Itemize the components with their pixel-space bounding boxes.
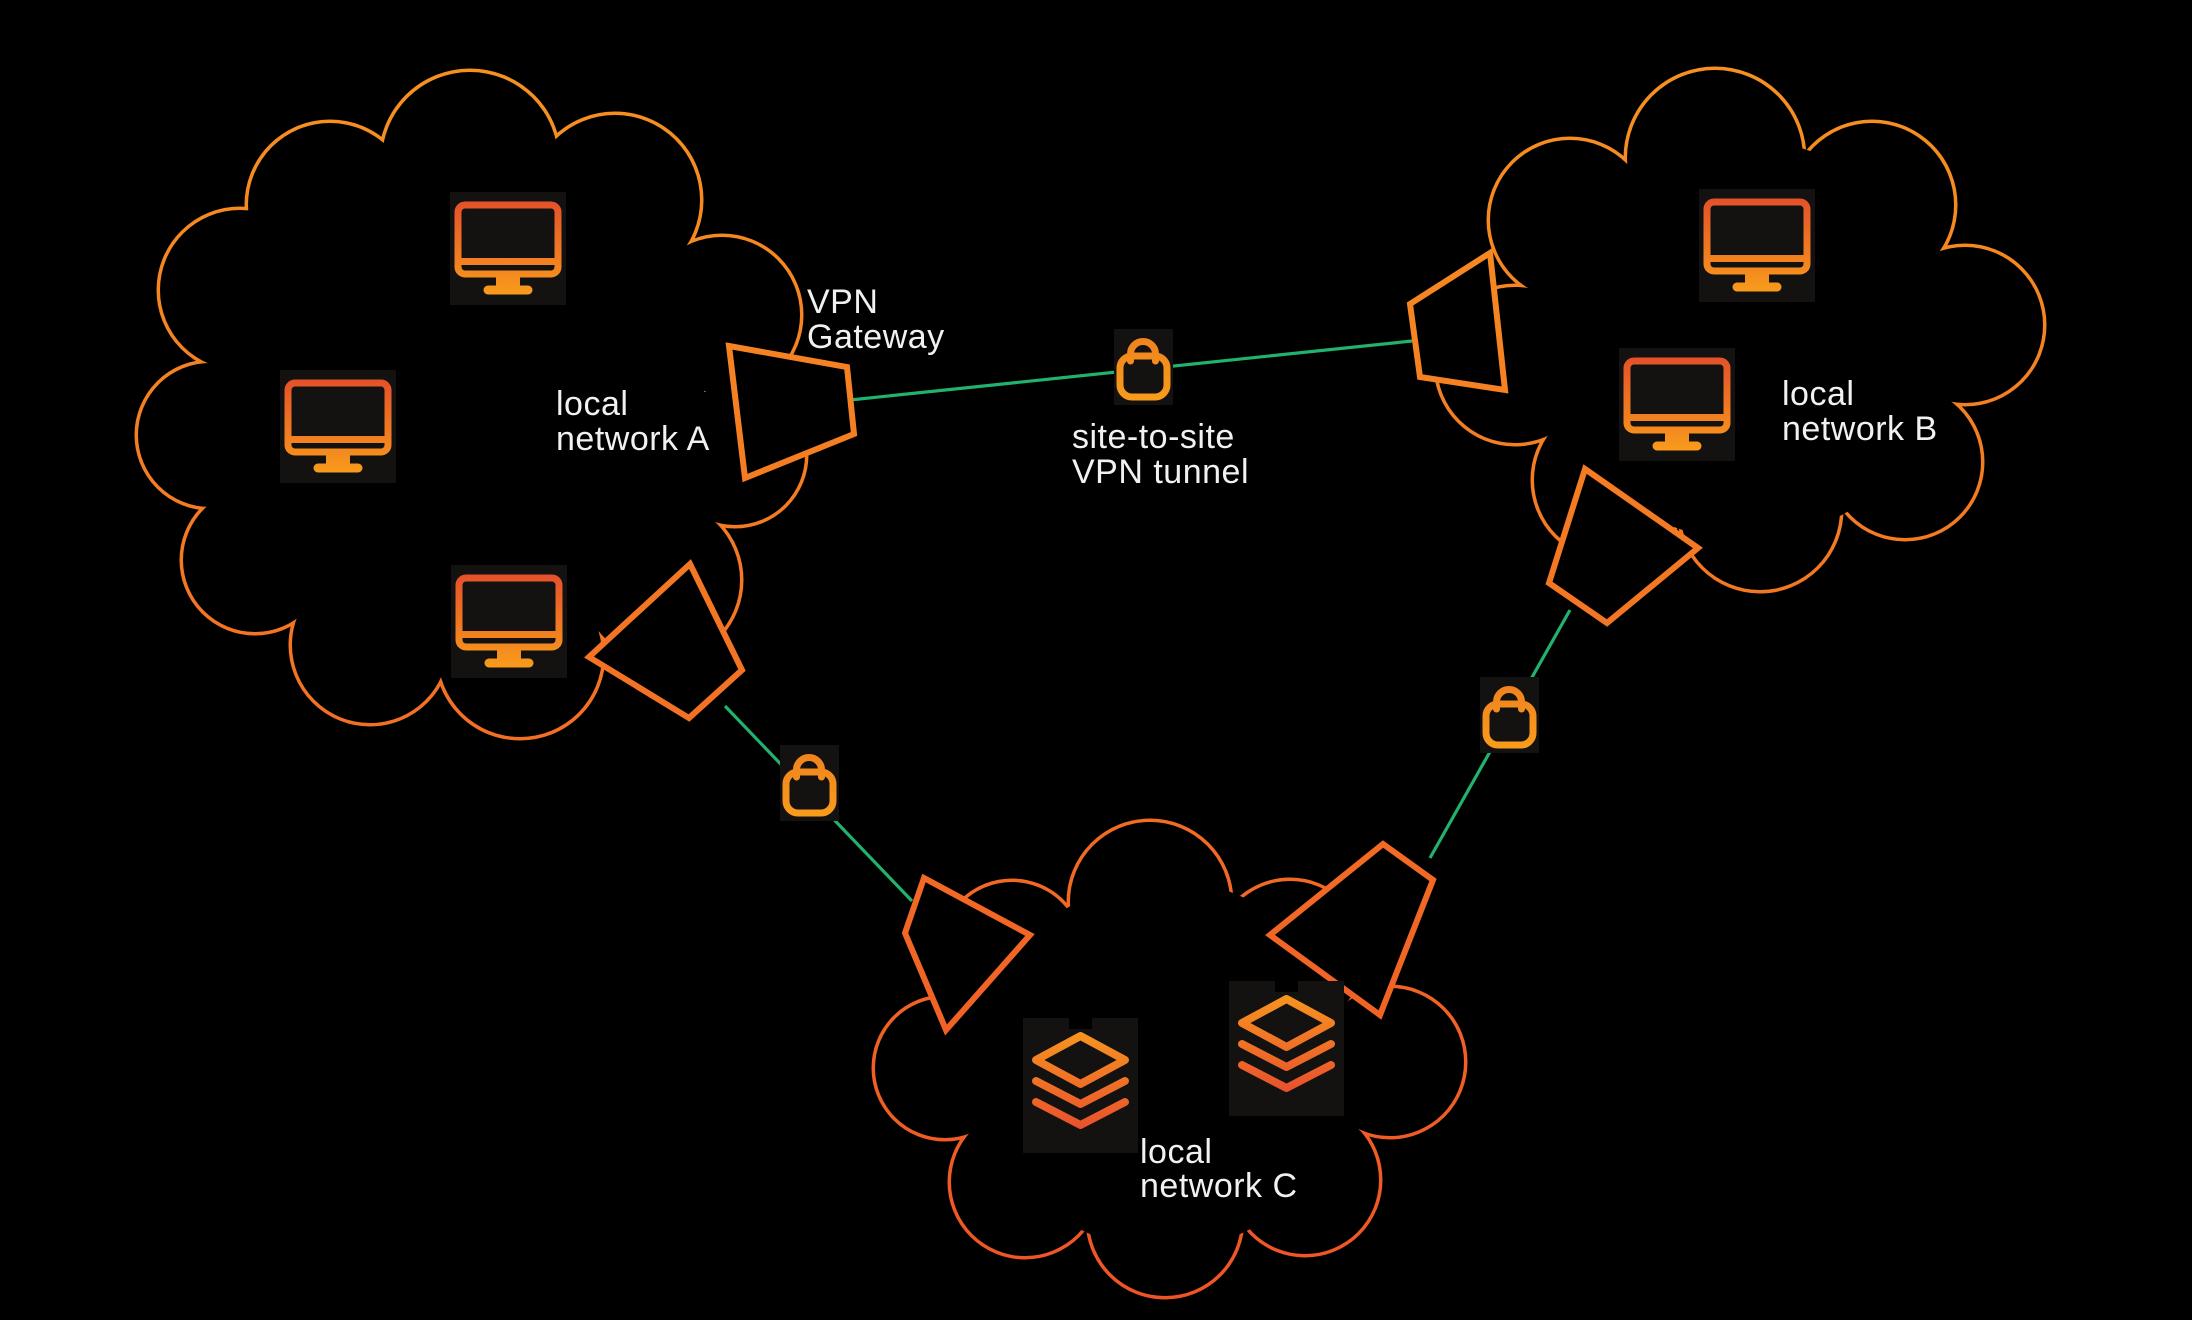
label-network-a: local network A	[556, 385, 710, 458]
vpn-gateway-icon-a-to-b	[725, 342, 858, 483]
label-line: local	[556, 385, 628, 423]
label-line: network A	[556, 420, 710, 458]
label-line: network B	[1782, 410, 1938, 448]
lock-icon-tunnel-a-c	[780, 745, 839, 821]
cloud-network-b	[1433, 66, 2047, 594]
label-vpn-gateway: VPN Gateway	[807, 283, 945, 356]
label-network-b: local network B	[1782, 375, 1938, 448]
monitor-icon	[451, 565, 567, 678]
label-line: network C	[1140, 1167, 1298, 1205]
lock-icon-tunnel-a-b	[1114, 329, 1173, 405]
vpn-gateway-icon-a-to-c	[584, 559, 746, 722]
vpn-gateway-icon-c-to-b	[1265, 840, 1437, 1020]
label-tunnel: site-to-site VPN tunnel	[1072, 418, 1249, 491]
monitor-icon	[450, 192, 566, 305]
cloud-network-a	[134, 68, 809, 741]
vpn-gateway-icon-c-to-a	[901, 873, 1035, 1036]
monitor-icon	[1619, 348, 1735, 461]
vpn-gateway-icon-b-to-c	[1545, 464, 1703, 627]
label-line: VPN	[807, 283, 878, 321]
monitor-icon	[280, 370, 396, 483]
label-line: local	[1140, 1133, 1212, 1171]
cloud-body	[138, 72, 805, 737]
label-line: Gateway	[807, 318, 945, 356]
monitor-icon	[1699, 189, 1815, 302]
stack-icon	[1229, 981, 1344, 1116]
vpn-gateway-icon-b-to-a	[1406, 247, 1509, 394]
label-network-c: local network C	[1140, 1133, 1298, 1205]
label-line: local	[1782, 375, 1854, 413]
label-line: site-to-site	[1072, 418, 1235, 456]
label-line: VPN tunnel	[1072, 453, 1249, 491]
lock-icon-tunnel-b-c	[1480, 677, 1539, 753]
stack-icon	[1023, 1018, 1138, 1153]
